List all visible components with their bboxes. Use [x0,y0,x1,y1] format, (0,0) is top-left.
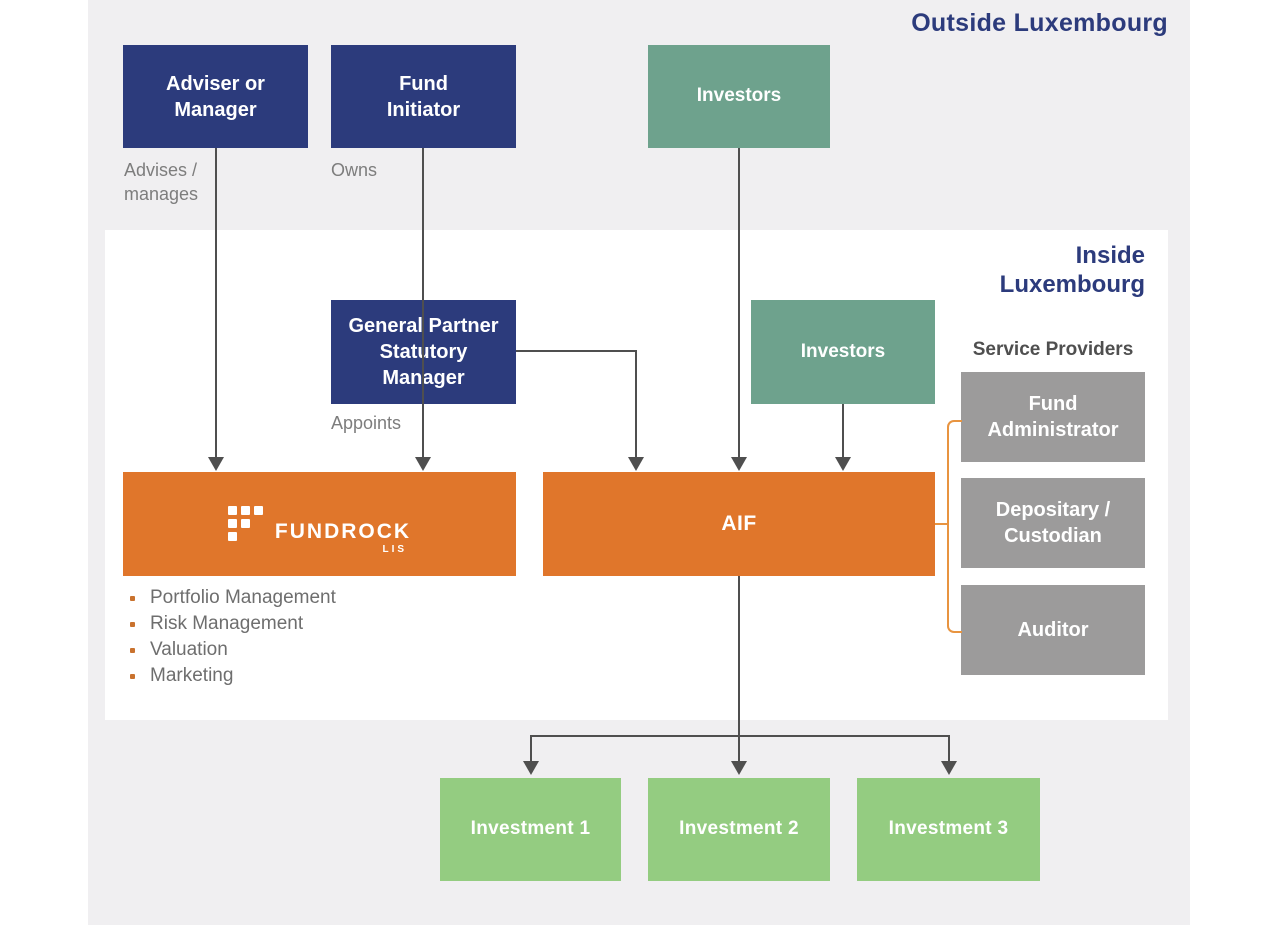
edge-initiator-to-fundrock [422,148,424,458]
investment1-label: Investment 1 [470,818,591,840]
auditor-label: Auditor [1017,619,1089,641]
list-item: Risk Management [124,611,336,637]
investors-outside-label: Investors [696,85,782,107]
adviser-or-manager-label: Adviser or Manager [166,72,265,121]
service-providers-bracket [947,420,962,633]
aif-label: AIF [721,512,757,536]
edge-investors-outside-to-aif [738,148,740,458]
investment3-box: Investment 3 [857,778,1040,881]
appoints-label: Appoints [331,413,402,433]
investment2-box: Investment 2 [648,778,830,881]
edge-to-investment3 [948,735,950,763]
arrowhead-icon [941,761,957,775]
auditor-box: Auditor [961,585,1145,675]
arrowhead-icon [523,761,539,775]
edge-adviser-to-fundrock [215,148,217,458]
service-providers-heading: Service Providers [972,339,1134,360]
fundrock-logo-icon [227,506,263,541]
advises-manages-label: Advises / manages [124,160,199,205]
edge-aif-to-investments-trunk [738,576,740,737]
arrowhead-icon [835,457,851,471]
investors-inside-label: Investors [800,340,886,362]
investors-outside-box: Investors [648,45,830,148]
investment3-label: Investment 3 [888,818,1009,840]
arrowhead-icon [731,761,747,775]
fund-administrator-box: Fund Administrator [961,372,1145,462]
fundrock-logo: FUNDROCK LIS [227,506,412,555]
fund-initiator-label: Fund Initiator [386,72,461,121]
arrowhead-icon [731,457,747,471]
adviser-or-manager-box: Adviser or Manager [123,45,308,148]
fundrock-wordmark: FUNDROCK LIS [274,520,412,555]
depositary-custodian-box: Depositary / Custodian [961,478,1145,568]
edge-gp-to-aif-vertical [635,350,637,458]
edge-to-investment2 [738,735,740,763]
list-item: Marketing [124,663,336,689]
fundrock-box: FUNDROCK LIS [123,472,516,576]
fund-administrator-label: Fund Administrator [987,393,1119,441]
fundrock-brand-text: FUNDROCK [274,520,412,543]
inside-luxembourg-title: Inside Luxembourg [999,242,1145,298]
service-providers-bracket-stub [935,523,948,525]
list-item: Portfolio Management [124,585,336,611]
fund-initiator-box: Fund Initiator [331,45,516,148]
investment1-box: Investment 1 [440,778,621,881]
investors-inside-box: Investors [751,300,935,404]
investment2-label: Investment 2 [679,818,799,840]
arrowhead-icon [415,457,431,471]
arrowhead-icon [208,457,224,471]
edge-gp-to-aif-horizontal [516,350,637,352]
list-item: Valuation [124,637,336,663]
aif-box: AIF [543,472,935,576]
edge-to-investment1 [530,735,532,763]
outside-luxembourg-title: Outside Luxembourg [911,9,1168,37]
owns-label: Owns [331,160,378,180]
arrowhead-icon [628,457,644,471]
fundrock-services-list: Portfolio Management Risk Management Val… [124,585,336,689]
depositary-custodian-label: Depositary / Custodian [995,499,1111,547]
fundrock-sub-text: LIS [382,544,408,555]
edge-investments-crossbar [530,735,950,737]
edge-investors-inside-to-aif [842,404,844,458]
